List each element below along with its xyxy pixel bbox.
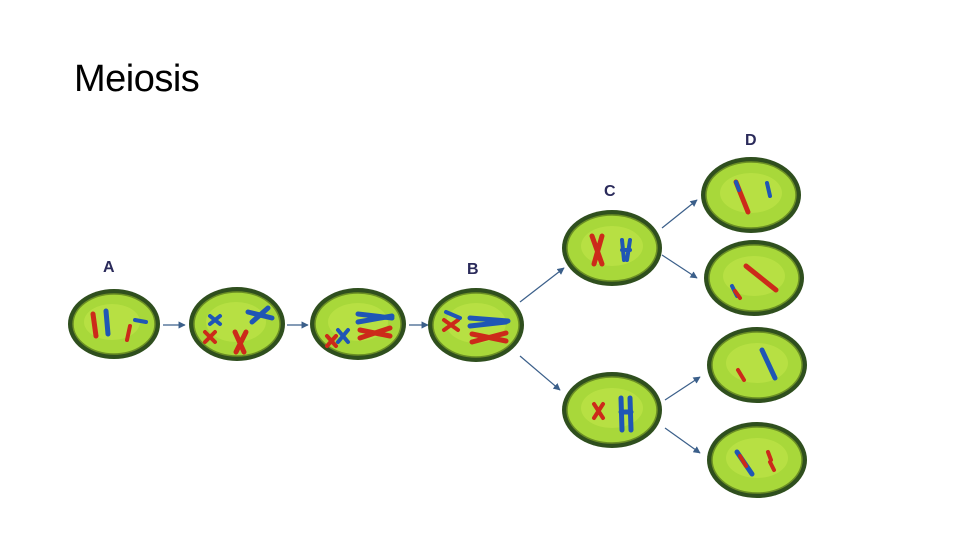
cell-stage-3 xyxy=(310,288,406,360)
stage-label-b: B xyxy=(467,261,479,278)
cell-stage-c-bottom xyxy=(562,372,662,448)
stage-label-d: D xyxy=(745,132,757,149)
stage-label-c: C xyxy=(604,183,616,200)
arrow-b-to-c-bottom xyxy=(519,355,561,391)
arrow-c1-to-d2 xyxy=(661,254,698,279)
cell-stage-b xyxy=(428,288,524,362)
cell-stage-a xyxy=(68,289,160,359)
arrow-c2-to-d3 xyxy=(664,376,701,401)
slide-title: Meiosis xyxy=(74,58,200,100)
cell-stage-d-2 xyxy=(704,240,804,316)
cell-stage-d-1 xyxy=(701,157,801,233)
arrow-c2-to-d4 xyxy=(664,427,701,454)
stage-label-a: A xyxy=(103,259,115,276)
cell-stage-c-top xyxy=(562,210,662,286)
cell-stage-d-3 xyxy=(707,327,807,403)
arrow-b-to-c-top xyxy=(519,267,565,303)
cell-stage-2 xyxy=(189,287,285,361)
arrow-c1-to-d1 xyxy=(661,199,698,229)
cell-stage-d-4 xyxy=(707,422,807,498)
